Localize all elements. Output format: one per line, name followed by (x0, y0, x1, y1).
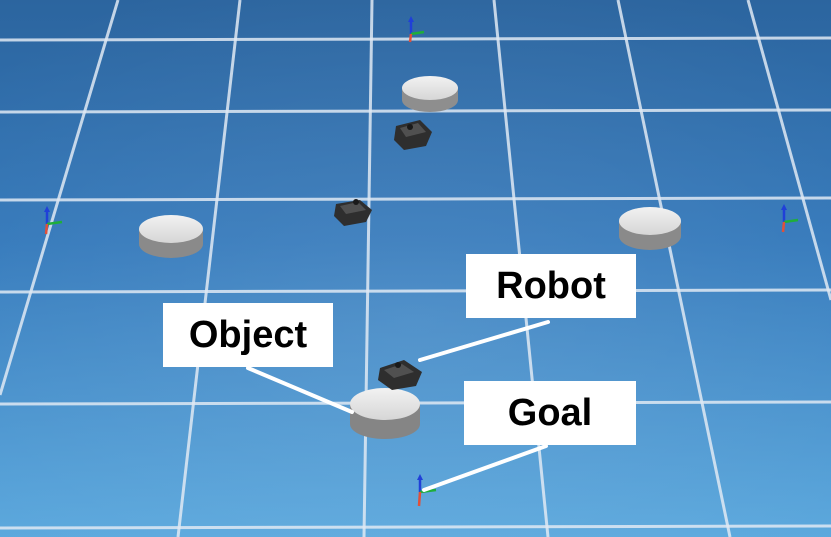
axis-marker-right (781, 204, 799, 233)
robot-near-object (378, 360, 422, 390)
object-label: Object (163, 303, 333, 367)
puck-left (139, 215, 203, 258)
goal-label: Goal (464, 381, 636, 445)
robot-leader-line (418, 320, 550, 362)
puck-top-center (402, 76, 458, 112)
axis-marker-top (408, 16, 425, 43)
leader-lines (246, 320, 550, 492)
axis-marker-goal (417, 474, 437, 507)
object-leader-line (246, 366, 354, 414)
robot-top (394, 120, 432, 150)
puck-right (619, 207, 681, 250)
goal-leader-line (422, 444, 548, 492)
robot-label: Robot (466, 254, 636, 318)
robot-middle (334, 199, 372, 226)
puck-object (350, 388, 420, 439)
axis-marker-left (44, 206, 63, 235)
